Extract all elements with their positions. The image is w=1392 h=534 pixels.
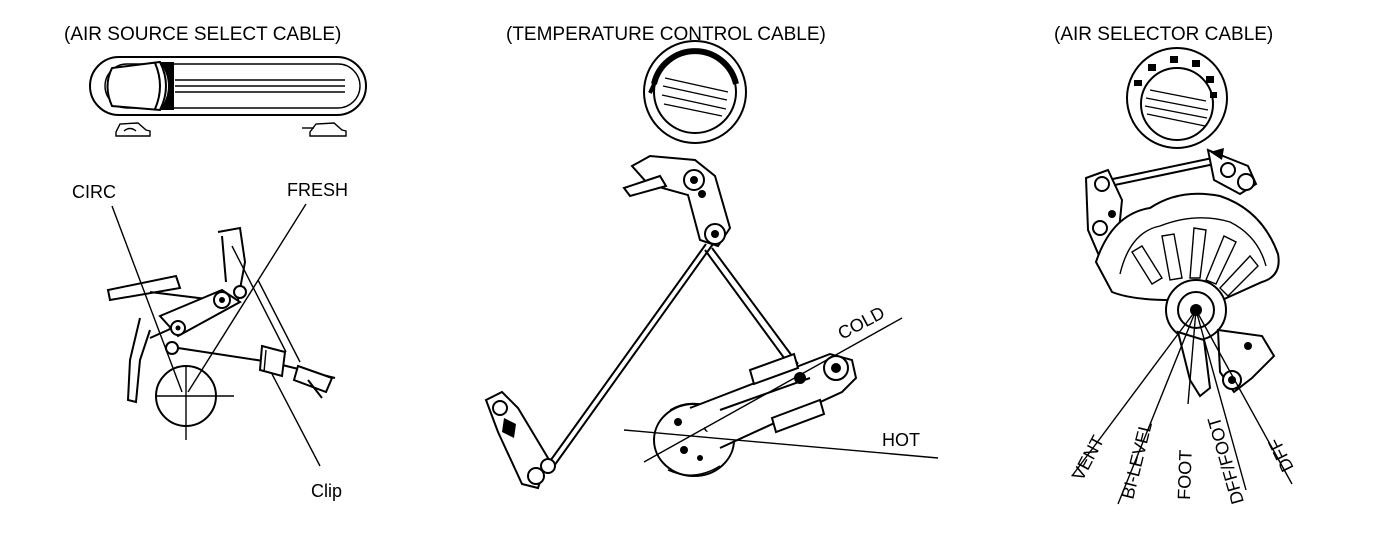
panel-air-source: (AIR SOURCE SELECT CABLE) CIRC FRESH Cli…	[64, 24, 367, 501]
temperature-knob-icon	[643, 40, 747, 144]
panel-title-air-selector: (AIR SELECTOR CABLE)	[1054, 24, 1273, 45]
car-fresh-air-icon	[302, 122, 347, 137]
air-source-mechanism	[106, 203, 336, 467]
air-selector-mechanism	[1071, 148, 1293, 505]
panel-title-air-source: (AIR SOURCE SELECT CABLE)	[64, 24, 341, 45]
panel-title-temperature: (TEMPERATURE CONTROL CABLE)	[506, 24, 826, 45]
mode-knob-icon	[1126, 47, 1228, 149]
label-circ: CIRC	[72, 182, 116, 202]
panel-air-selector: (AIR SELECTOR CABLE)	[1054, 24, 1298, 506]
panel-temperature: (TEMPERATURE CONTROL CABLE)	[484, 24, 939, 490]
label-hot: HOT	[882, 430, 920, 450]
label-dff: DFF	[1264, 435, 1297, 475]
car-recirc-icon	[115, 122, 151, 137]
temperature-mechanism	[484, 154, 939, 490]
label-bi-level: BI-LEVEL	[1117, 419, 1156, 501]
label-vent: VENT	[1068, 432, 1108, 484]
air-source-slider	[89, 56, 367, 116]
label-clip: Clip	[311, 481, 342, 501]
label-cold: COLD	[834, 302, 888, 343]
label-dff-foot: DFF/FOOT	[1204, 414, 1248, 506]
label-foot: FOOT	[1174, 449, 1196, 500]
label-fresh: FRESH	[287, 180, 348, 200]
